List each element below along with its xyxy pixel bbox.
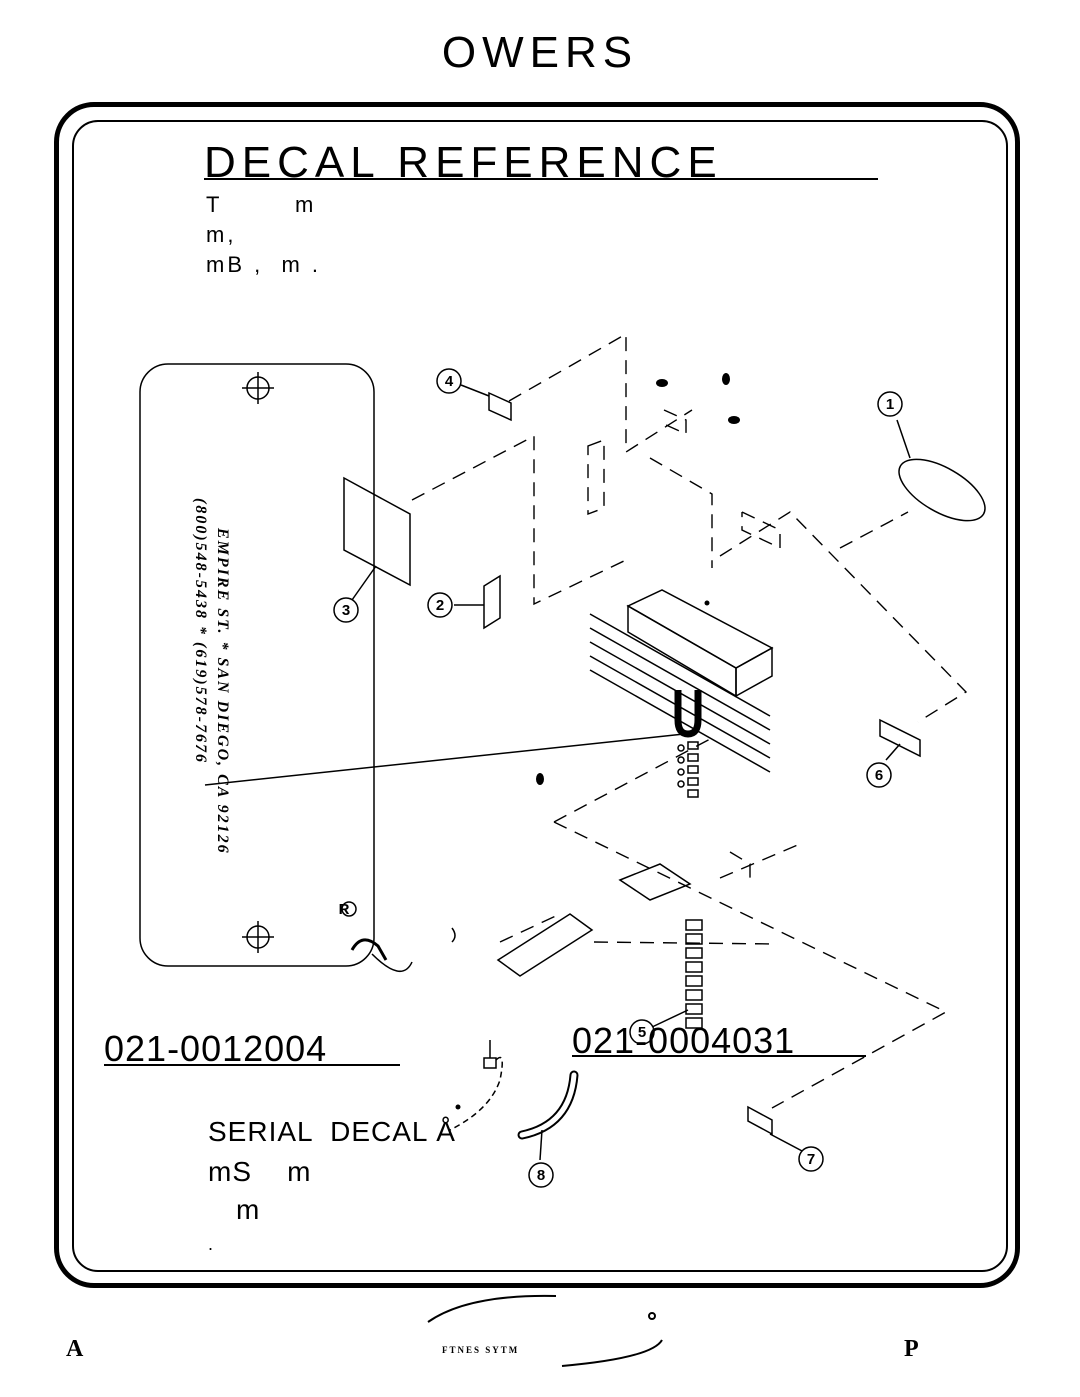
part-number-right-rule <box>572 1055 866 1057</box>
registered-mark: R <box>339 901 350 918</box>
callout-8 <box>528 1162 554 1188</box>
callout-3 <box>333 597 359 623</box>
plate-phone: (800)548-5438 * (619)578-7676 <box>192 498 209 764</box>
decal-2 <box>483 574 501 630</box>
page-title: OWERS <box>441 28 639 77</box>
decal-5 <box>685 919 703 1029</box>
callout-1-label: 1 <box>886 396 894 413</box>
footer-right-letter: P <box>904 1336 919 1362</box>
outer-frame <box>54 102 1020 1288</box>
decal-1 <box>898 458 986 522</box>
machine-box-top <box>626 589 774 669</box>
callout-8-label: 8 <box>537 1167 545 1184</box>
serial-decal-label: SERIAL DECAL Å <box>208 1116 456 1147</box>
callout-2-label: 2 <box>436 597 444 614</box>
callout-7-label: 7 <box>807 1151 815 1168</box>
footer-brand-text: FTNES SYTM <box>442 1345 520 1355</box>
decal-4 <box>488 391 512 422</box>
plate-address: EMPIRE ST. * SAN DIEGO, CA 92126 <box>214 527 231 855</box>
crosshair-top-icon <box>242 372 274 404</box>
callout-2 <box>427 592 453 618</box>
callout-1 <box>877 391 903 417</box>
intro-line-3: mB , m . <box>206 252 321 277</box>
serial-decal-line-3: m <box>236 1194 261 1225</box>
callout-6-label: 6 <box>875 767 883 784</box>
callout-6 <box>866 762 892 788</box>
part-number-left: 021-0012004 <box>104 1028 328 1069</box>
callout-5 <box>629 1019 655 1045</box>
serial-decal-line-4: . <box>208 1234 215 1254</box>
part-number-left-rule <box>104 1064 400 1066</box>
serial-decal-line-2: mS m <box>208 1156 312 1187</box>
callout-4 <box>436 368 462 394</box>
intro-line-1: T m <box>206 192 317 217</box>
footer-left-letter: A <box>66 1336 84 1362</box>
crosshair-bottom-icon <box>242 921 274 953</box>
plate-hook <box>350 938 388 961</box>
serial-plate <box>139 363 375 967</box>
callout-4-label: 4 <box>445 373 454 390</box>
inner-frame <box>72 120 1008 1272</box>
section-title-rule <box>204 178 878 180</box>
decal-7 <box>747 1105 773 1136</box>
callout-7 <box>798 1146 824 1172</box>
selector-pin <box>674 690 702 738</box>
decal-3 <box>343 476 411 587</box>
intro-line-2: m, <box>206 222 237 247</box>
registered-mark-icon <box>341 901 357 917</box>
decal-6 <box>879 718 921 758</box>
brand-logo <box>427 1294 663 1367</box>
part-number-right: 021-0004031 <box>572 1020 796 1061</box>
callout-5-label: 5 <box>638 1024 646 1041</box>
callout-3-label: 3 <box>342 602 350 619</box>
